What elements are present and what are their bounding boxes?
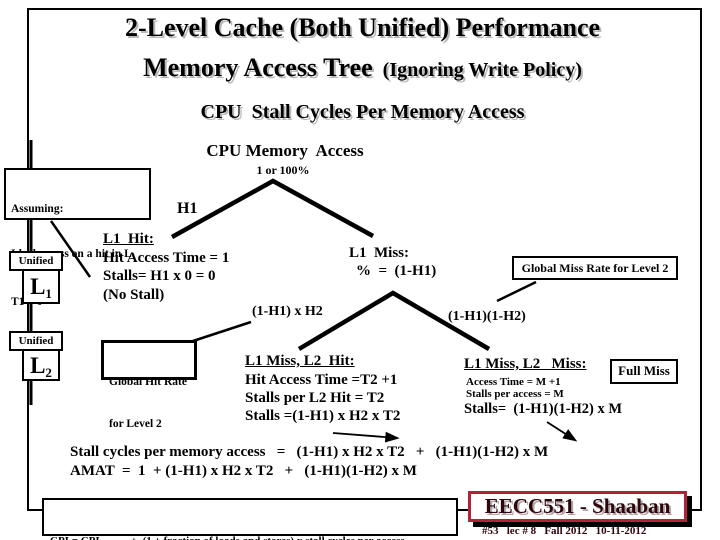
global-hit-line1: Global Hit Rate <box>109 376 187 388</box>
branch-label-h1: H1 <box>177 200 198 217</box>
l2-miss-line1: Access Time = M +1 <box>466 376 561 388</box>
l2-miss-stall-arrow <box>546 421 578 442</box>
assuming-box: Assuming: Ideal access on a hit in L1 T1… <box>4 168 151 308</box>
branch-label-l2-miss: (1-H1)(1-H2) <box>448 309 526 324</box>
lecture-meta: #53 lec # 8 Fall 2012 10-11-2012 <box>482 525 647 537</box>
l2-miss-line2: Stalls per access = M <box>466 388 564 400</box>
l1-box-subscript: 1 <box>45 286 52 301</box>
heading-stall-cycles: CPU Stall Cycles Per Memory Access <box>200 101 525 123</box>
full-miss-box: Full Miss <box>610 359 678 384</box>
l2-hit-line2: Stalls per L2 Hit = T2 <box>245 390 385 406</box>
l1-hit-line3: (No Stall) <box>103 287 165 303</box>
tree-root-label: CPU Memory Access <box>206 141 364 160</box>
l2-hit-heading: L1 Miss, L2 Hit: <box>245 353 355 369</box>
l2-miss-line3: Stalls= (1-H1)(1-H2) x M <box>464 401 623 417</box>
global-hit-line2: for Level 2 <box>109 418 162 430</box>
l2-box-subscript: 2 <box>45 365 52 380</box>
tree-root-rate: 1 or 100% <box>256 163 310 177</box>
l1-hit-heading: L1 Hit: <box>103 231 154 247</box>
cpi-formula-box: CPI = CPIexecution + (1 + fraction of lo… <box>42 498 458 540</box>
l2-hit-line3: Stalls =(1-H1) x H2 x T2 <box>245 408 401 424</box>
assuming-line1: Assuming: <box>11 203 64 215</box>
l2-hit-stall-arrow <box>332 431 400 443</box>
unified-label-l2: Unified <box>9 331 63 351</box>
page-title: 2-Level Cache (Both Unified) Performance <box>124 13 601 42</box>
l2-miss-heading: L1 Miss, L2 Miss: <box>464 356 587 372</box>
course-stamp: EECC551 - Shaaban <box>468 491 687 522</box>
global-miss-pointer-line <box>496 280 537 303</box>
l1-miss-heading: L1 Miss: <box>349 245 409 261</box>
subtitle-main: Memory Access Tree <box>143 53 373 82</box>
global-miss-rate-box: Global Miss Rate for Level 2 <box>512 256 678 280</box>
l1-subscript: 1 <box>131 252 136 261</box>
l2-cache-box: L2 <box>22 349 60 381</box>
l1-hit-line2: Stalls= H1 x 0 = 0 <box>103 268 216 284</box>
global-hit-pointer-line <box>192 320 252 343</box>
root-branches <box>170 178 375 239</box>
page-subtitle: Memory Access Tree (Ignoring Write Polic… <box>27 53 698 83</box>
assuming-pointer-line <box>49 220 92 278</box>
cpi-line1: CPI = CPIexecution + (1 + fraction of lo… <box>50 534 456 540</box>
l1-miss-rate: % = (1-H1) <box>356 263 437 279</box>
subtitle-paren: (Ignoring Write Policy) <box>372 59 582 81</box>
l2-hit-line1: Hit Access Time =T2 +1 <box>245 372 398 388</box>
l1-hit-line1: Hit Access Time = 1 <box>103 250 230 266</box>
branch-label-l2-hit: (1-H1) x H2 <box>252 304 323 319</box>
unified-label-l1: Unified <box>9 251 63 271</box>
global-hit-rate-box: Global Hit Rate for Level 2 <box>101 340 197 430</box>
l1-cache-box: L1 <box>22 269 60 304</box>
level2-branches <box>297 290 491 351</box>
stall-cycles-formula: Stall cycles per memory access = (1-H1) … <box>70 444 549 460</box>
amat-formula: AMAT = 1 + (1-H1) x H2 x T2 + (1-H1)(1-H… <box>70 463 417 479</box>
